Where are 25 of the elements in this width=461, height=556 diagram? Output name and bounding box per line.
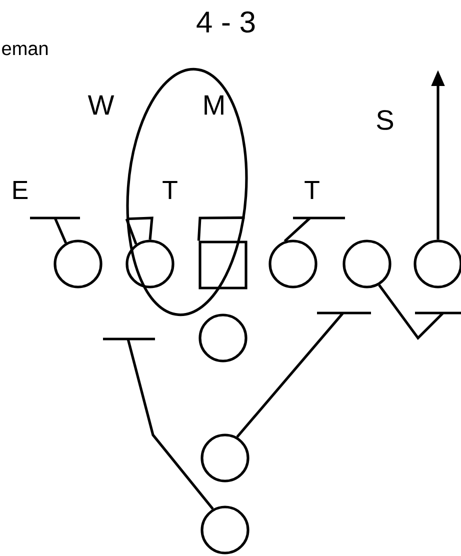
center-square xyxy=(198,240,248,290)
line xyxy=(102,338,214,510)
line xyxy=(28,216,80,244)
player-circle xyxy=(200,506,250,554)
title: 4 - 3 xyxy=(196,11,255,33)
line xyxy=(197,216,245,241)
player-circle xyxy=(54,240,102,288)
text-fragment: eman xyxy=(2,44,48,56)
line xyxy=(125,218,138,245)
grouping-oval xyxy=(126,68,248,316)
player-circle xyxy=(126,240,174,288)
player-circle xyxy=(268,240,318,288)
player-circle xyxy=(342,240,392,288)
position-letter: E xyxy=(13,181,28,199)
line xyxy=(284,216,345,242)
line xyxy=(126,216,154,240)
position-letter: M xyxy=(204,95,224,115)
position-letter: W xyxy=(88,95,114,115)
line xyxy=(378,284,461,340)
player-circle xyxy=(200,434,250,482)
position-letter: S xyxy=(376,110,394,130)
line xyxy=(236,312,371,438)
position-letter: T xyxy=(162,181,178,199)
player-circle xyxy=(198,314,248,362)
position-letter: T xyxy=(304,181,320,199)
